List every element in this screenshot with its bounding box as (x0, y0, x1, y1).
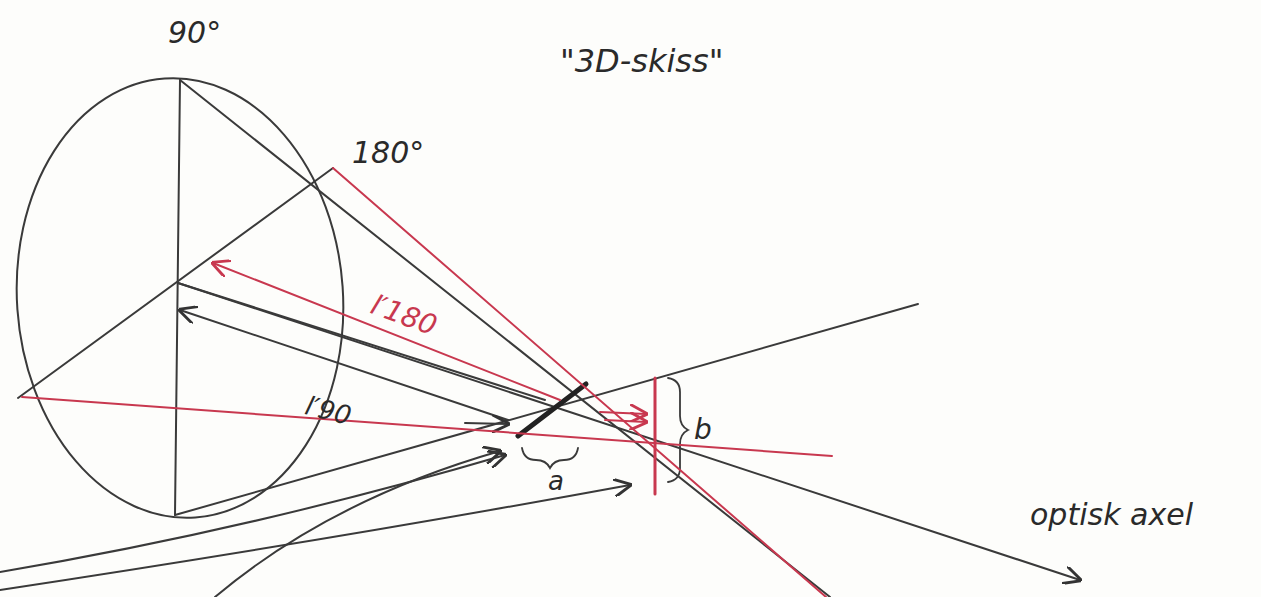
pointer (0, 455, 505, 572)
red-ray (22, 397, 832, 456)
ray (175, 304, 918, 515)
red-pointer (600, 412, 646, 414)
angle-label: 180° (352, 138, 424, 168)
ray (180, 80, 830, 597)
brace-b (668, 378, 688, 482)
dimension-label: a (548, 468, 564, 494)
dimension-label: b (694, 416, 712, 444)
pointer (215, 451, 500, 597)
pointer (0, 485, 630, 590)
optic-axis (178, 283, 1080, 580)
distance-label: l′90 (303, 392, 354, 428)
meridian-180 (18, 168, 333, 398)
red-pointer (605, 420, 646, 422)
focal-line-b (654, 378, 657, 494)
distance-label: l′180 (367, 291, 440, 340)
angle-label: 90° (168, 18, 221, 48)
arrow-l180 (213, 263, 560, 400)
focal-line-a (518, 384, 586, 436)
meridian-90 (175, 80, 180, 515)
pointer (465, 423, 508, 424)
brace-a (522, 448, 578, 468)
axis-label: optisk axel (1030, 500, 1193, 530)
red-ray (333, 168, 826, 597)
sketch-title: "3D-skiss" (560, 45, 723, 77)
ray (178, 283, 545, 400)
pupil-ellipse (2, 67, 358, 529)
